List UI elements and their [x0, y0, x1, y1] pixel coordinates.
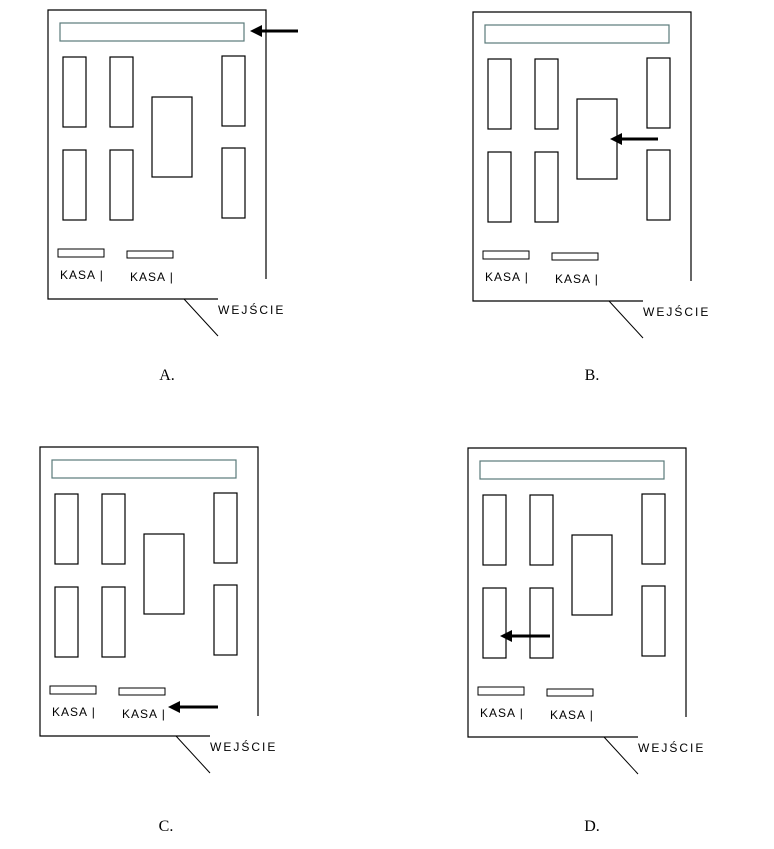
center-stand	[143, 533, 185, 615]
shelf	[54, 586, 79, 658]
store-plan-d: KASA | KASA | WEJŚCIE D.	[467, 447, 705, 835]
pointer-arrow-head	[500, 630, 512, 642]
store-wall	[39, 446, 259, 737]
top-shelf	[59, 22, 245, 42]
store-plan-a: KASA | KASA | WEJŚCIE A.	[47, 9, 298, 384]
top-shelf	[479, 460, 665, 480]
entrance-label: WEJŚCIE	[643, 304, 710, 319]
checkout-1	[477, 686, 525, 696]
center-stand	[151, 96, 193, 178]
shelf	[221, 55, 246, 127]
checkout-1	[482, 250, 530, 260]
checkout-2	[546, 688, 594, 697]
shelf	[109, 149, 134, 221]
kasa-label: KASA |	[122, 707, 166, 721]
kasa-label: KASA |	[555, 272, 599, 286]
top-shelf	[484, 24, 670, 44]
shelf	[534, 151, 559, 223]
entrance-line	[175, 735, 211, 774]
entrance-label: WEJŚCIE	[218, 302, 285, 317]
shelf	[109, 56, 134, 128]
option-letter: A.	[159, 367, 175, 384]
option-letter: B.	[585, 367, 600, 384]
kasa-label: KASA |	[60, 268, 104, 282]
kasa-label: KASA |	[52, 705, 96, 719]
checkout-1	[57, 248, 105, 258]
shelf	[221, 147, 246, 219]
checkout-2	[126, 250, 174, 259]
shelf	[62, 149, 87, 221]
shelf	[487, 58, 512, 130]
pointer-arrow-head	[168, 701, 180, 713]
top-shelf	[51, 459, 237, 479]
shelf	[482, 587, 507, 659]
shelf	[646, 149, 671, 221]
pointer-arrow-head	[610, 133, 622, 145]
checkout-1	[49, 685, 97, 695]
shelf	[101, 586, 126, 658]
shelf	[487, 151, 512, 223]
entrance-line	[608, 300, 644, 339]
entrance-line	[603, 736, 639, 775]
store-plan-b: KASA | KASA | WEJŚCIE B.	[472, 11, 710, 384]
kasa-label: KASA |	[480, 706, 524, 720]
kasa-label: KASA |	[485, 270, 529, 284]
option-letter: D.	[584, 818, 600, 835]
shelf	[213, 584, 238, 656]
shelf	[529, 494, 554, 566]
shelf	[534, 58, 559, 130]
entrance-label: WEJŚCIE	[638, 740, 705, 755]
shelf	[482, 494, 507, 566]
shelf	[213, 492, 238, 564]
store-plan-c: KASA | KASA | WEJŚCIE C.	[39, 446, 277, 835]
store-wall	[472, 11, 692, 302]
store-wall	[47, 9, 267, 300]
option-letter: C.	[159, 818, 174, 835]
checkout-2	[551, 252, 599, 261]
shelf	[646, 57, 671, 129]
checkout-2	[118, 687, 166, 696]
shelf	[641, 493, 666, 565]
shelf	[54, 493, 79, 565]
entrance-line	[183, 298, 219, 337]
shelf	[641, 585, 666, 657]
store-wall	[467, 447, 687, 738]
kasa-label: KASA |	[130, 270, 174, 284]
shelf	[62, 56, 87, 128]
pointer-arrow-head	[250, 25, 262, 37]
center-stand	[571, 534, 613, 616]
shelf	[529, 587, 554, 659]
shelf	[101, 493, 126, 565]
kasa-label: KASA |	[550, 708, 594, 722]
entrance-label: WEJŚCIE	[210, 739, 277, 754]
